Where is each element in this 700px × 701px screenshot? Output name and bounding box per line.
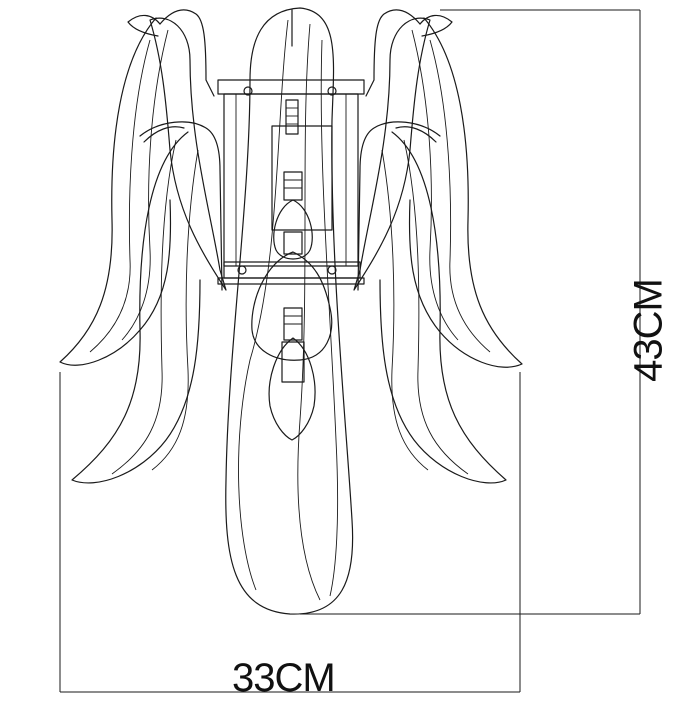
width-dimension-label: 33CM (232, 656, 336, 700)
height-dimension-label: 43CM (626, 279, 671, 382)
left-glass-petals (59, 17, 227, 484)
upper-candle-bulb (251, 171, 333, 361)
hook-wires (127, 9, 453, 143)
dimension-lines (59, 9, 641, 693)
center-glass-petal (225, 7, 354, 615)
lower-candle-bulb (268, 307, 316, 441)
right-glass-petals (353, 17, 523, 484)
top-screw (285, 9, 299, 135)
mounting-frame (217, 79, 365, 285)
